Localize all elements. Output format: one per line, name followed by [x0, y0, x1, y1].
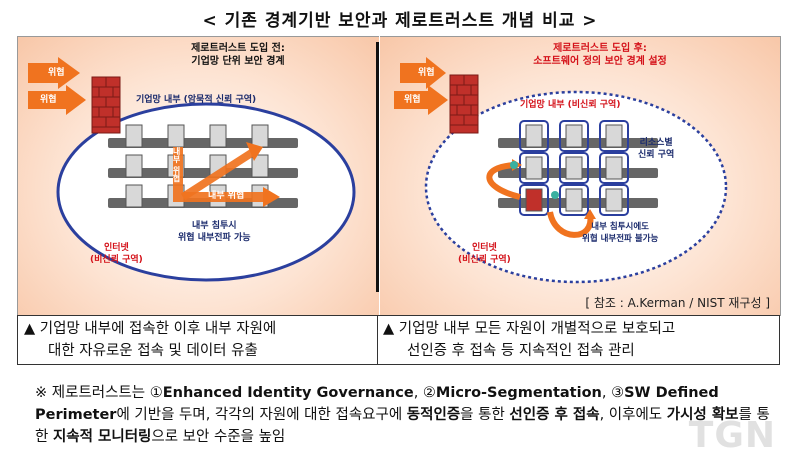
right-resource-label: 리소스별 신뢰 구역: [638, 137, 674, 161]
left-lateral-threat-v: 내부 위협: [172, 147, 181, 182]
note-bold: SW Defined Perimeter: [35, 385, 719, 423]
left-network-pipe: [108, 168, 298, 178]
left-panel-before-zero-trust: 제로트러스트 도입 전: 기업망 단위 보안 경계 위협 위협 기업망 내부 (…: [17, 36, 379, 316]
note-bold: Enhanced Identity Governance: [162, 385, 414, 401]
left-firewall-icon: [91, 76, 121, 134]
right-firewall-icon: [449, 74, 479, 134]
left-threat-top-label: 위협: [48, 68, 65, 78]
comparison-box-before: ▲ 기업망 내부에 접속한 이후 내부 자원에 대한 자유로운 접속 및 데이터…: [17, 315, 378, 365]
left-internet-line1: 인터넷: [103, 243, 129, 253]
lateral-threat-arrow-diag: [180, 148, 256, 201]
note-bold: 가시성 확보: [666, 407, 739, 423]
page-title: < 기존 경계기반 보안과 제로트러스트 개념 비교 >: [202, 11, 598, 31]
right-threat-top-label: 위협: [418, 68, 435, 78]
right-insider-line2: 위협 내부전파 불가능: [582, 234, 659, 244]
left-threat-mid-label: 위협: [40, 95, 57, 105]
note-text: ※ 제로트러스트는 ①: [35, 385, 163, 401]
note-text: , ③: [601, 385, 625, 401]
comparison-box-after: ▲ 기업망 내부 모든 자원이 개별적으로 보호되고 선인증 후 접속 등 지속…: [377, 315, 780, 365]
note-bold: 동적인증: [406, 407, 461, 423]
right-internet-line1: 인터넷: [471, 243, 497, 253]
watermark-logo: TGN: [688, 415, 776, 456]
left-heading-line1: 제로트러스트 도입 전:: [191, 43, 285, 54]
lateral-threat-arrow: [173, 147, 263, 202]
left-zone-label: 기업망 내부 (암묵적 신뢰 구역): [136, 95, 257, 105]
note-bold: 지속적 모니터링: [52, 429, 152, 445]
note-text: , ②: [413, 385, 436, 401]
external-threat-arrow-mid: [28, 85, 86, 115]
left-diagram: [28, 57, 356, 282]
right-resource-line2: 신뢰 구역: [638, 150, 675, 160]
right-external-threat-arrow-mid: [394, 85, 448, 115]
right-heading-line2: 소프트웨어 정의 보안 경계 설정: [533, 56, 667, 67]
external-threat-arrow-top: [28, 57, 80, 89]
right-external-threat-arrow-top: [400, 57, 446, 89]
left-lateral-threat-h: 내부 위협: [208, 191, 245, 201]
right-internet-label: 인터넷 (비신뢰 구역): [458, 242, 511, 266]
left-insider-line2: 위협 내부전파 가능: [178, 233, 251, 243]
right-threat-mid-label: 위협: [404, 95, 421, 105]
right-diagram: [394, 57, 728, 284]
note-text: 에 기반을 두며, 각각의 자원에 대한 접속요구에: [116, 407, 407, 423]
blocked-threat-loop-bottom: [547, 211, 594, 238]
auth-check-icon: [510, 161, 518, 169]
box-left-line1: ▲ 기업망 내부에 접속한 이후 내부 자원에: [24, 321, 277, 337]
left-insider-note: 내부 침투시 위협 내부전파 가능: [178, 220, 251, 244]
right-resource-line1: 리소스별: [639, 138, 673, 148]
right-internet-line2: (비신뢰 구역): [458, 255, 511, 265]
lateral-threat-arrowhead: [263, 187, 280, 207]
right-insider-note: 내부 침투시에도 위협 내부전파 불가능: [582, 221, 658, 245]
right-resource-segments: [519, 120, 629, 216]
right-panel-heading: 제로트러스트 도입 후: 소프트웨어 정의 보안 경계 설정: [490, 42, 710, 68]
left-internet-label: 인터넷 (비신뢰 구역): [90, 242, 143, 266]
note-text: 으로 보안 수준을 높임: [151, 429, 286, 445]
box-left-line2: 대한 자유로운 접속 및 데이터 유출: [48, 343, 258, 359]
right-panel-after-zero-trust: 제로트러스트 도입 후: 소프트웨어 정의 보안 경계 설정 위협 위협 기업망…: [380, 36, 781, 316]
right-zone-label: 기업망 내부 (비신뢰 구역): [520, 100, 621, 110]
note-bold: Micro-Segmentation: [435, 385, 602, 401]
left-internet-line2: (비신뢰 구역): [90, 255, 143, 265]
source-citation: [ 참조 : A.Kerman / NIST 재구성 ]: [585, 296, 770, 310]
right-servers: [525, 124, 623, 212]
footnote: ※ 제로트러스트는 ①Enhanced Identity Governance,…: [35, 382, 783, 448]
right-heading-line1: 제로트러스트 도입 후:: [553, 43, 647, 54]
box-right-line1: ▲ 기업망 내부 모든 자원이 개별적으로 보호되고: [383, 321, 676, 337]
note-text: , 이후에도: [599, 407, 667, 423]
left-insider-line1: 내부 침투시: [192, 221, 237, 231]
box-right-line2: 선인증 후 접속 등 지속적인 접속 관리: [407, 343, 635, 359]
left-heading-line2: 기업망 단위 보안 경계: [191, 56, 285, 67]
auth-check-icon: [551, 191, 559, 199]
panel-divider: [376, 42, 379, 292]
note-text: 을 통한: [460, 407, 510, 423]
note-bold: 선인증 후 접속: [509, 407, 600, 423]
note-text: 를 통한: [35, 407, 770, 445]
right-insider-line1: 내부 침투시에도: [591, 222, 649, 232]
blocked-threat-loop-left: [486, 162, 521, 200]
left-panel-heading: 제로트러스트 도입 전: 기업망 단위 보안 경계: [138, 42, 338, 68]
